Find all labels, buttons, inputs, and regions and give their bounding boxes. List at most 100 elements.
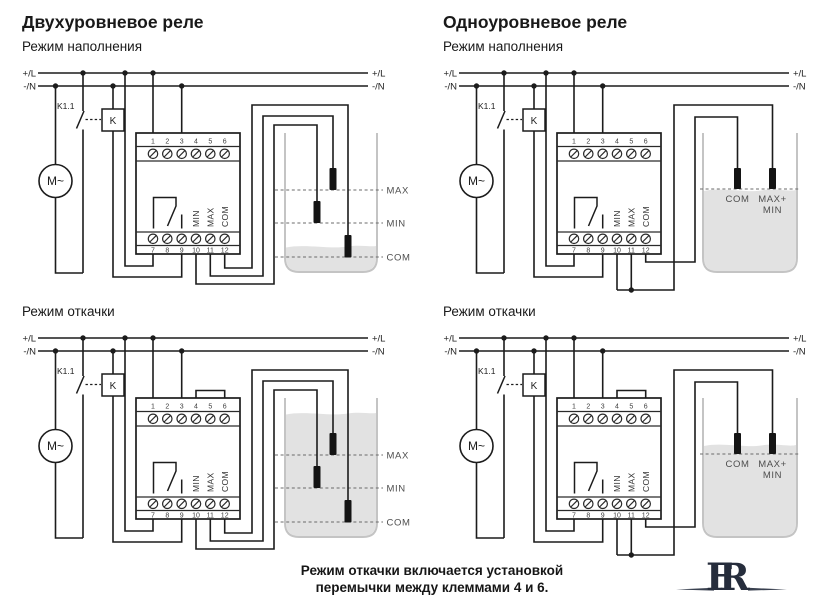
screw-slash [627, 150, 635, 158]
screw-terminal-icon [219, 498, 230, 510]
screw-terminal-icon [611, 498, 623, 510]
screw-slash [192, 415, 200, 423]
coil-label: K [531, 116, 538, 127]
terminal-number-bottom: 10 [192, 513, 200, 520]
relay-contact-symbol [152, 461, 183, 494]
rail-label-L-left: +/L [23, 334, 36, 345]
section-title: Одноуровневое реле [443, 12, 627, 32]
rail-label-N-right: -/N [372, 82, 385, 93]
rail-label-N-right: -/N [793, 82, 806, 93]
screw-slash [178, 235, 186, 243]
jumper-4-6 [195, 389, 226, 398]
rail-label-L-right: +/L [793, 69, 806, 80]
coil-label: K [110, 116, 117, 127]
level-label-com: COM [387, 518, 411, 529]
junction-dot [543, 70, 549, 76]
screw-terminal-icon [147, 413, 159, 425]
relay-probe-terminal-label: COM [641, 471, 651, 492]
brand-logo: FR [676, 555, 787, 599]
level-label-com: COM [387, 253, 411, 264]
rail-label-N-left: -/N [23, 347, 36, 358]
coil-to-no-contact-wire [112, 131, 183, 278]
contact-lever [496, 110, 506, 129]
probe-wire-min [195, 124, 318, 285]
screw-terminal-icon [597, 413, 608, 425]
screw-slash [178, 150, 186, 158]
screw-terminal-icon [205, 148, 216, 160]
relay-box [135, 397, 241, 520]
screw-slash [599, 150, 607, 158]
junction-dot [150, 335, 156, 341]
junction-dot [543, 335, 549, 341]
screw-terminal-icon [640, 413, 651, 425]
jumper-4-6 [616, 389, 647, 398]
screw-terminal-icon [205, 233, 216, 245]
terminal-number-bottom: 9 [180, 248, 184, 255]
screw-terminal-icon [176, 148, 187, 160]
screw-slash [206, 500, 214, 508]
junction-dot [122, 335, 128, 341]
screw-slash [192, 150, 200, 158]
terminal-number-bottom: 9 [180, 513, 184, 520]
screw-terminal-icon [205, 498, 216, 510]
terminal-number-top: 6 [223, 404, 227, 411]
screw-terminal-icon [625, 233, 637, 245]
probe-wire-com [644, 381, 739, 528]
terminal-number-bottom: 7 [151, 248, 155, 255]
terminal-number-bottom: 11 [207, 513, 214, 520]
motor-label: M~ [468, 439, 485, 453]
electrode-com [344, 235, 352, 258]
contact-lever [75, 375, 85, 394]
screw-terminal-icon [162, 498, 173, 510]
relay-box [556, 132, 662, 255]
screw-terminal-icon [205, 413, 216, 425]
probe-wire-com [223, 104, 349, 269]
level-label-max: MAX [387, 186, 409, 197]
terminal-number-bottom: 12 [642, 513, 650, 520]
terminal-number-top: 4 [615, 404, 619, 411]
terminal-number-bottom: 8 [586, 513, 590, 520]
electrode-label-min: MIN [763, 470, 782, 481]
screw-slash [613, 150, 621, 158]
junction-dot [52, 83, 59, 89]
feed-to-contact-wire [545, 338, 575, 532]
screw-slash [221, 150, 229, 158]
screw-slash [149, 500, 157, 508]
screw-slash [192, 500, 200, 508]
junction-dot [531, 348, 537, 354]
junction-dot [571, 70, 577, 76]
rail-label-N-right: -/N [372, 347, 385, 358]
junction-dot [501, 335, 507, 341]
contact-label: K1.1 [57, 101, 75, 111]
relay-contact-symbol [573, 196, 604, 229]
level-label-max: MAX [387, 451, 409, 462]
screw-slash [192, 235, 200, 243]
junction-dot [122, 70, 128, 76]
junction-dot [179, 348, 185, 354]
terminal-number-bottom: 12 [642, 248, 650, 255]
relay-box [556, 397, 662, 520]
relay-probe-terminal-label: MIN [612, 475, 622, 492]
terminal-number-bottom: 8 [586, 248, 590, 255]
terminal-number-top: 2 [165, 139, 169, 146]
electrode-max-min [769, 168, 776, 189]
tank [284, 133, 378, 273]
screw-slash [613, 500, 621, 508]
junction-dot [473, 83, 480, 89]
relay-probe-terminal-label: COM [641, 206, 651, 227]
screw-slash [221, 415, 229, 423]
screw-slash [149, 415, 157, 423]
motor-label: M~ [47, 174, 64, 188]
screw-terminal-icon [582, 413, 594, 425]
screw-terminal-icon [190, 413, 202, 425]
relay-probe-terminal-label: MAX [627, 207, 637, 227]
screw-slash [221, 500, 229, 508]
screw-slash [613, 415, 621, 423]
screw-slash [221, 235, 229, 243]
relay-probe-terminal-label: MAX [206, 207, 216, 227]
terminal-number-top: 1 [572, 139, 576, 146]
screw-slash [642, 415, 650, 423]
rail-label-L-left: +/L [444, 69, 457, 80]
terminal-number-top: 4 [615, 139, 619, 146]
